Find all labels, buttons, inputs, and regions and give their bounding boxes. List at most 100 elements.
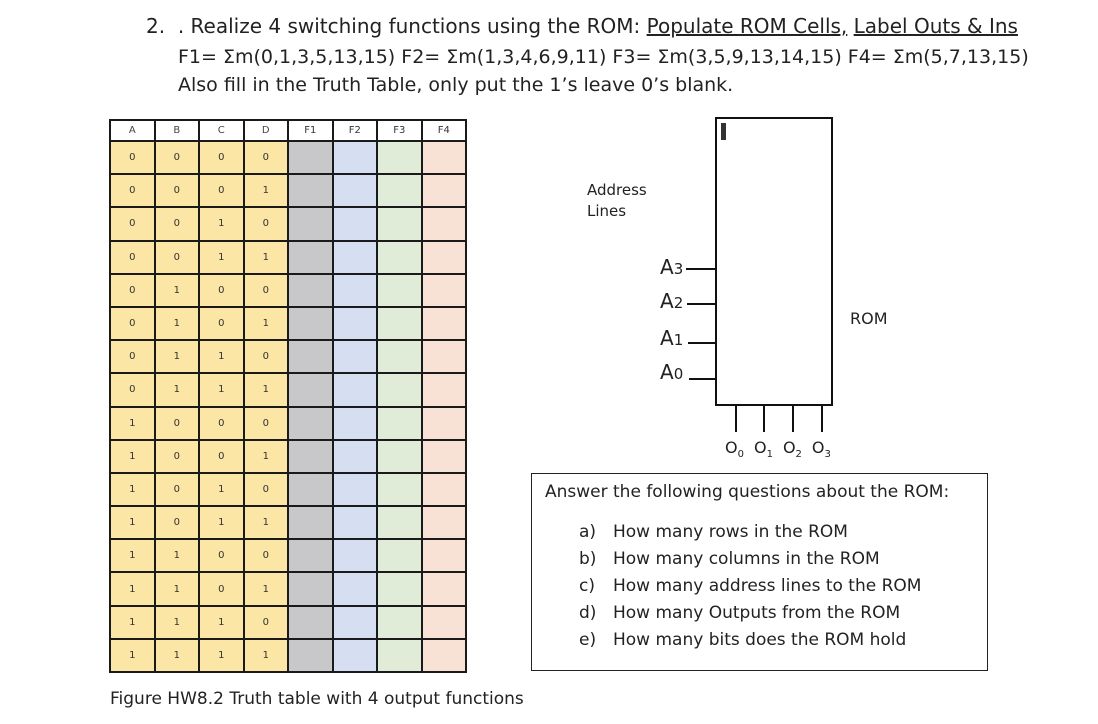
- output-cell-f3[interactable]: [376, 372, 423, 408]
- question-item: d)How many Outputs from the ROM: [579, 603, 921, 630]
- address-line-label-a1: A1: [660, 326, 683, 350]
- output-cell-f3[interactable]: [376, 339, 423, 375]
- input-cell: 1: [109, 438, 156, 474]
- output-cell-f4[interactable]: [420, 239, 467, 275]
- output-cell-f4[interactable]: [420, 505, 467, 541]
- output-cell-f1[interactable]: [287, 438, 334, 474]
- address-line-label-a0: A0: [660, 360, 683, 384]
- question-item: a)How many rows in the ROM: [579, 522, 921, 549]
- output-cell-f2[interactable]: [331, 538, 378, 574]
- output-cell-f1[interactable]: [287, 339, 334, 375]
- output-cell-f2[interactable]: [331, 438, 378, 474]
- input-cell: 1: [242, 505, 289, 541]
- problem-lead: Realize 4 switching functions using the …: [190, 14, 641, 38]
- problem-bullet: .: [177, 14, 185, 38]
- output-cell-f4[interactable]: [420, 372, 467, 408]
- rom-block: [715, 117, 833, 406]
- output-cell-f3[interactable]: [376, 239, 423, 275]
- output-cell-f2[interactable]: [331, 372, 378, 408]
- output-cell-f3[interactable]: [376, 637, 423, 674]
- output-cell-f4[interactable]: [420, 173, 467, 209]
- output-cell-f3[interactable]: [376, 471, 423, 508]
- input-cell: 1: [109, 637, 156, 674]
- output-cell-f3[interactable]: [376, 305, 423, 342]
- output-cell-f2[interactable]: [331, 305, 378, 342]
- output-cell-f3[interactable]: [376, 604, 423, 640]
- output-cell-f2[interactable]: [331, 604, 378, 640]
- output-cell-f4[interactable]: [420, 604, 467, 640]
- input-cell: 1: [109, 538, 156, 574]
- output-cell-f1[interactable]: [287, 239, 334, 275]
- address-label-line2: Lines: [587, 202, 627, 220]
- output-cell-f3[interactable]: [376, 405, 423, 441]
- output-cell-f2[interactable]: [331, 405, 378, 441]
- output-cell-f2[interactable]: [331, 505, 378, 541]
- input-cell: 1: [242, 637, 289, 674]
- output-cell-f3[interactable]: [376, 173, 423, 209]
- output-cell-f1[interactable]: [287, 604, 334, 640]
- input-cell: 0: [109, 206, 156, 242]
- input-cell: 0: [153, 173, 200, 209]
- output-cell-f4[interactable]: [420, 471, 467, 508]
- address-line-wire: [688, 342, 715, 344]
- output-cell-f4[interactable]: [420, 339, 467, 375]
- output-cell-f4[interactable]: [420, 571, 467, 607]
- output-cell-f4[interactable]: [420, 272, 467, 308]
- output-cell-f1[interactable]: [287, 206, 334, 242]
- question-letter: a): [579, 522, 597, 542]
- output-cell-f2[interactable]: [331, 173, 378, 209]
- input-cell: 1: [198, 471, 245, 508]
- output-cell-f3[interactable]: [376, 571, 423, 607]
- output-cell-f3[interactable]: [376, 438, 423, 474]
- output-pin-wire: [735, 406, 737, 432]
- input-cell: 1: [153, 637, 200, 674]
- output-pin-wire: [821, 406, 823, 432]
- output-cell-f2[interactable]: [331, 571, 378, 607]
- output-cell-f2[interactable]: [331, 139, 378, 176]
- output-cell-f1[interactable]: [287, 139, 334, 176]
- output-cell-f2[interactable]: [331, 239, 378, 275]
- output-cell-f1[interactable]: [287, 173, 334, 209]
- input-cell: 0: [153, 471, 200, 508]
- output-cell-f1[interactable]: [287, 372, 334, 408]
- input-cell: 0: [109, 272, 156, 308]
- output-cell-f1[interactable]: [287, 405, 334, 441]
- output-cell-f4[interactable]: [420, 438, 467, 474]
- address-line-label-a3: A3: [660, 255, 683, 279]
- problem-heading: 2. . Realize 4 switching functions using…: [146, 14, 1018, 38]
- output-cell-f4[interactable]: [420, 139, 467, 176]
- output-cell-f2[interactable]: [331, 637, 378, 674]
- rom-cell[interactable]: [724, 138, 726, 140]
- output-cell-f2[interactable]: [331, 471, 378, 508]
- question-letter: e): [579, 630, 597, 650]
- output-cell-f4[interactable]: [420, 305, 467, 342]
- output-cell-f1[interactable]: [287, 305, 334, 342]
- output-cell-f2[interactable]: [331, 272, 378, 308]
- input-cell: 1: [153, 538, 200, 574]
- output-cell-f1[interactable]: [287, 571, 334, 607]
- input-cell: 0: [242, 339, 289, 375]
- output-cell-f3[interactable]: [376, 505, 423, 541]
- output-cell-f2[interactable]: [331, 339, 378, 375]
- output-cell-f1[interactable]: [287, 505, 334, 541]
- output-cell-f4[interactable]: [420, 538, 467, 574]
- output-cell-f1[interactable]: [287, 272, 334, 308]
- output-cell-f1[interactable]: [287, 538, 334, 574]
- output-cell-f1[interactable]: [287, 637, 334, 674]
- output-cell-f3[interactable]: [376, 206, 423, 242]
- header-output-f2: F2: [331, 119, 378, 142]
- output-cell-f3[interactable]: [376, 538, 423, 574]
- output-cell-f3[interactable]: [376, 139, 423, 176]
- header-input-b: B: [153, 119, 200, 142]
- output-cell-f4[interactable]: [420, 637, 467, 674]
- output-cell-f3[interactable]: [376, 272, 423, 308]
- output-cell-f4[interactable]: [420, 206, 467, 242]
- input-cell: 1: [242, 173, 289, 209]
- output-cell-f4[interactable]: [420, 405, 467, 441]
- output-cell-f1[interactable]: [287, 471, 334, 508]
- output-cell-f2[interactable]: [331, 206, 378, 242]
